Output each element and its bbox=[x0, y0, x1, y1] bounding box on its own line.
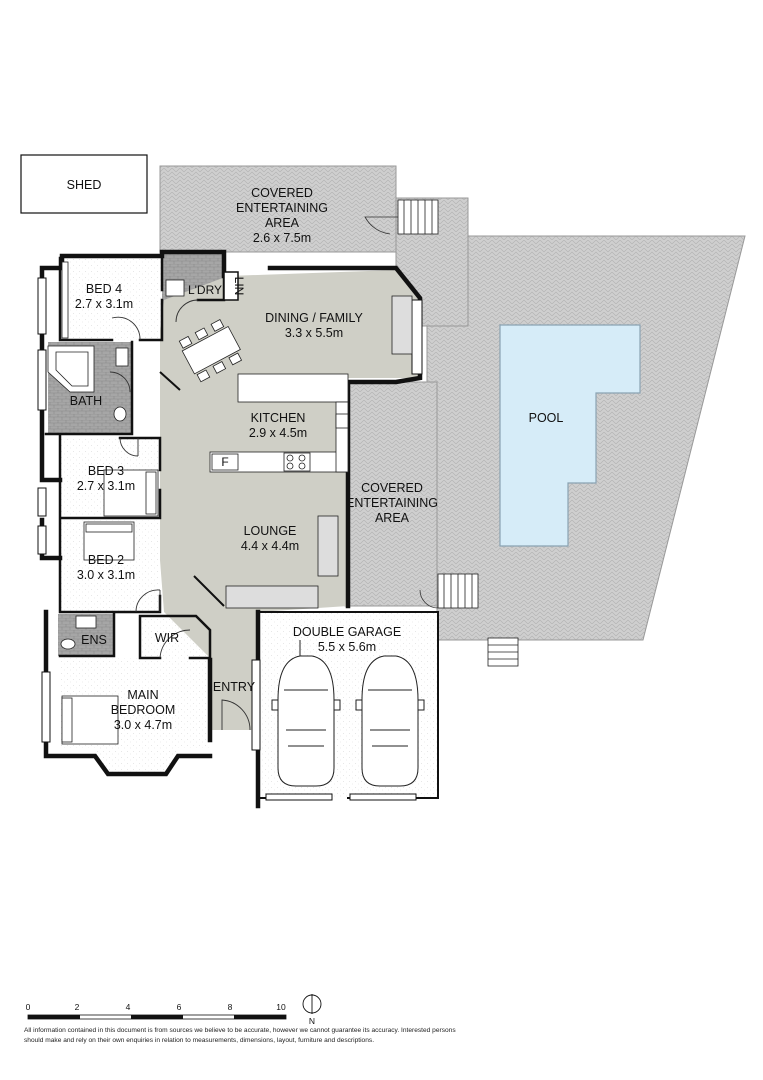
label-garage: DOUBLE GARAGE bbox=[293, 625, 401, 639]
laundry-tub bbox=[165, 279, 185, 297]
shed bbox=[20, 154, 148, 214]
bed3-window bbox=[37, 487, 47, 517]
bed4-window bbox=[37, 277, 47, 335]
doors bbox=[109, 299, 251, 731]
label-bed4: BED 4 bbox=[86, 282, 122, 296]
bed2-window bbox=[37, 525, 47, 555]
label-bed3: BED 3 bbox=[88, 464, 124, 478]
living-hall-floor bbox=[160, 270, 420, 730]
north-label: N bbox=[309, 1016, 315, 1026]
windows bbox=[37, 277, 423, 801]
linen-cupboard bbox=[223, 271, 239, 301]
scale-tick-2: 2 bbox=[75, 1002, 80, 1012]
bed3-door bbox=[119, 437, 139, 457]
scale-bar: 0 2 4 6 8 10 bbox=[26, 1002, 287, 1020]
fixtures bbox=[47, 261, 413, 745]
steps bbox=[364, 199, 519, 667]
label-shed: SHED bbox=[67, 178, 102, 192]
label-fridge: F bbox=[221, 455, 228, 469]
cars bbox=[271, 640, 425, 787]
bath-door bbox=[109, 371, 131, 393]
room-labels: SHED COVERED ENTERTAINING AREA 2.6 x 7.5… bbox=[67, 178, 564, 732]
label-bed4-dim: 2.7 x 3.1m bbox=[75, 297, 133, 311]
label-covered-top-3: AREA bbox=[265, 216, 300, 230]
label-dining: DINING / FAMILY bbox=[265, 311, 363, 325]
label-covered-top-2: ENTERTAINING bbox=[236, 201, 328, 215]
scale-tick-0: 0 bbox=[26, 1002, 31, 1012]
lounge-sofa-right bbox=[317, 515, 339, 577]
bed4-wardrobe bbox=[61, 261, 69, 339]
label-lounge-dim: 4.4 x 4.4m bbox=[241, 539, 299, 553]
kitchen-side-bench bbox=[335, 401, 349, 473]
north-arrow: N bbox=[302, 994, 322, 1026]
fridge bbox=[211, 453, 239, 471]
covered-entertaining-side bbox=[344, 381, 438, 607]
label-main-dim: 3.0 x 4.7m bbox=[114, 718, 172, 732]
label-covered-top-1: COVERED bbox=[251, 186, 313, 200]
covered-entertaining-top bbox=[159, 165, 397, 253]
label-lounge: LOUNGE bbox=[244, 524, 297, 538]
bath-tub bbox=[47, 345, 95, 393]
label-bed3-dim: 2.7 x 3.1m bbox=[77, 479, 135, 493]
label-laundry: L'DRY bbox=[188, 283, 222, 297]
car-left bbox=[271, 640, 341, 787]
scale-tick-10: 10 bbox=[276, 1002, 286, 1012]
basin-bath bbox=[115, 347, 129, 367]
label-main-1: MAIN bbox=[127, 688, 158, 702]
laundry-door bbox=[175, 299, 199, 323]
garage-door-2 bbox=[349, 793, 417, 801]
label-dining-dim: 3.3 x 5.5m bbox=[285, 326, 343, 340]
label-kitchen: KITCHEN bbox=[251, 411, 306, 425]
label-covered-side-3: AREA bbox=[375, 511, 410, 525]
car-right bbox=[355, 655, 425, 787]
label-covered-side-1: COVERED bbox=[361, 481, 423, 495]
label-bed2-dim: 3.0 x 3.1m bbox=[77, 568, 135, 582]
bed4-door bbox=[111, 316, 141, 341]
bed2-door bbox=[135, 589, 161, 613]
bath-window bbox=[37, 349, 47, 411]
label-bath: BATH bbox=[70, 394, 102, 408]
bed4-floor bbox=[62, 258, 162, 340]
garage-door-1 bbox=[265, 793, 333, 801]
sink bbox=[335, 413, 349, 429]
label-pool: POOL bbox=[529, 411, 564, 425]
label-covered-top-dim: 2.6 x 7.5m bbox=[253, 231, 311, 245]
entry-door bbox=[221, 699, 251, 731]
label-covered-side-2: ENTERTAINING bbox=[346, 496, 438, 510]
garage-window bbox=[251, 659, 261, 751]
family-sofa bbox=[391, 295, 413, 355]
label-wir: WIR bbox=[155, 631, 179, 645]
pool bbox=[499, 324, 641, 547]
cooktop bbox=[283, 452, 311, 472]
disclaimer-text: All information contained in this docume… bbox=[24, 1027, 456, 1044]
outdoor-areas bbox=[20, 154, 746, 641]
label-bed2: BED 2 bbox=[88, 553, 124, 567]
label-main-2: BEDROOM bbox=[111, 703, 176, 717]
dining-table-set bbox=[178, 319, 243, 383]
main-window bbox=[41, 671, 51, 743]
main-bedroom-floor bbox=[60, 658, 210, 774]
family-window bbox=[411, 299, 423, 375]
scale-tick-4: 4 bbox=[126, 1002, 131, 1012]
scale-tick-6: 6 bbox=[177, 1002, 182, 1012]
label-linen: LIN bbox=[232, 277, 246, 296]
label-ens: ENS bbox=[81, 633, 107, 647]
wir-door bbox=[159, 629, 191, 659]
lounge-sofa-bottom bbox=[225, 585, 319, 609]
scale-tick-8: 8 bbox=[228, 1002, 233, 1012]
toilet-bath bbox=[113, 406, 127, 422]
label-garage-dim: 5.5 x 5.6m bbox=[318, 640, 376, 654]
basin-ens bbox=[75, 615, 97, 629]
label-kitchen-dim: 2.9 x 4.5m bbox=[249, 426, 307, 440]
toilet-ens bbox=[60, 638, 76, 650]
label-entry: ENTRY bbox=[213, 680, 256, 694]
kitchen-island bbox=[237, 373, 349, 403]
